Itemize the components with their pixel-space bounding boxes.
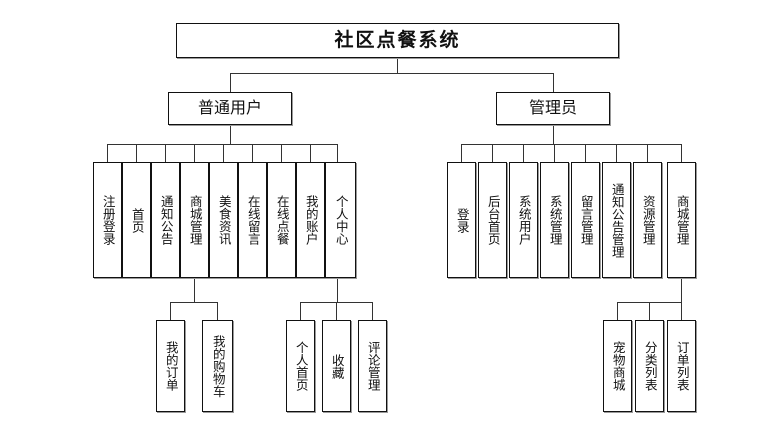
- connector-personal-child-1: [336, 302, 337, 320]
- node-label: 个人中心: [333, 195, 349, 245]
- node-label: 商城管理: [187, 195, 203, 245]
- connector-personal-child-2: [372, 302, 373, 320]
- connector-admin-child-2: [523, 144, 524, 162]
- node-label: 我的订单: [163, 341, 179, 391]
- connector-user-child-2: [165, 144, 166, 162]
- node-user-favorites[interactable]: 收藏: [322, 320, 351, 412]
- node-user-food-news[interactable]: 美食资讯: [209, 162, 238, 278]
- node-user-home[interactable]: 首页: [122, 162, 151, 278]
- node-user-personal-center[interactable]: 个人中心: [325, 162, 356, 278]
- node-user-register-login[interactable]: 注册登录: [93, 162, 122, 278]
- node-admin-message-management[interactable]: 留言管理: [571, 162, 600, 278]
- node-label: 个人首页: [293, 341, 309, 391]
- node-label: 分类列表: [642, 341, 658, 391]
- node-user-online-message[interactable]: 在线留言: [238, 162, 267, 278]
- node-administrator[interactable]: 管理员: [496, 92, 610, 125]
- node-user-personal-home[interactable]: 个人首页: [286, 320, 315, 412]
- node-user-shop-management[interactable]: 商城管理: [180, 162, 209, 278]
- node-label: 社区点餐系统: [334, 29, 461, 52]
- node-label: 注册登录: [100, 195, 116, 245]
- node-label: 首页: [129, 207, 145, 233]
- node-user-notice[interactable]: 通知公告: [151, 162, 180, 278]
- node-admin-login[interactable]: 登录: [447, 162, 476, 278]
- connector-shop-child-1: [217, 302, 218, 320]
- node-admin-category-list[interactable]: 分类列表: [635, 320, 664, 412]
- node-regular-user[interactable]: 普通用户: [168, 92, 292, 125]
- connector-shop-stem: [194, 278, 195, 302]
- node-label: 我的购物车: [210, 334, 226, 398]
- node-label: 普通用户: [197, 98, 262, 118]
- connector-user-bar: [107, 144, 337, 145]
- node-label: 订单列表: [674, 341, 690, 391]
- connector-to-user: [230, 73, 231, 93]
- connector-adminshop-stem: [681, 278, 682, 302]
- connector-admin-child-4: [585, 144, 586, 162]
- connector-user-child-7: [310, 144, 311, 162]
- node-label: 收藏: [329, 353, 345, 379]
- node-label: 在线点餐: [274, 195, 290, 245]
- connector-admin-child-1: [492, 144, 493, 162]
- connector-personal-stem: [337, 278, 338, 302]
- node-label: 评论管理: [365, 341, 381, 391]
- connector-admin-child-5: [616, 144, 617, 162]
- node-user-my-account[interactable]: 我的账户: [296, 162, 325, 278]
- connector-admin-stem: [553, 125, 554, 144]
- node-admin-order-list[interactable]: 订单列表: [667, 320, 696, 412]
- node-label: 通知公告: [158, 195, 174, 245]
- node-user-comment-management[interactable]: 评论管理: [358, 320, 387, 412]
- connector-user-stem: [230, 125, 231, 144]
- connector-admin-child-0: [461, 144, 462, 162]
- connector-user-child-6: [281, 144, 282, 162]
- node-admin-resource-management[interactable]: 资源管理: [633, 162, 662, 278]
- connector-admin-child-3: [554, 144, 555, 162]
- node-label: 后台首页: [485, 195, 501, 245]
- connector-shop-child-0: [170, 302, 171, 320]
- node-label: 宠物商城: [610, 341, 626, 391]
- connector-user-child-8: [337, 144, 338, 162]
- node-admin-notice-management[interactable]: 通知公告管理: [602, 162, 631, 278]
- connector-root-bar: [230, 73, 553, 74]
- node-admin-system-users[interactable]: 系统用户: [509, 162, 538, 278]
- node-label: 系统用户: [516, 195, 532, 245]
- node-admin-shop-management[interactable]: 商城管理: [667, 162, 696, 278]
- connector-admin-child-6: [647, 144, 648, 162]
- node-user-my-orders[interactable]: 我的订单: [156, 320, 185, 412]
- connector-user-child-3: [194, 144, 195, 162]
- node-label: 留言管理: [578, 195, 594, 245]
- connector-admin-bar: [461, 144, 681, 145]
- connector-shop-bar: [170, 302, 217, 303]
- connector-user-child-4: [223, 144, 224, 162]
- connector-root-stem: [397, 58, 398, 74]
- node-label: 管理员: [528, 98, 577, 118]
- node-label: 通知公告管理: [609, 182, 625, 258]
- node-user-online-order[interactable]: 在线点餐: [267, 162, 296, 278]
- connector-adminshop-child-1: [649, 302, 650, 320]
- node-user-my-cart[interactable]: 我的购物车: [202, 320, 233, 412]
- connector-user-child-0: [107, 144, 108, 162]
- node-label: 登录: [454, 207, 470, 233]
- connector-personal-child-0: [300, 302, 301, 320]
- connector-to-admin: [553, 73, 554, 93]
- node-admin-system-management[interactable]: 系统管理: [540, 162, 569, 278]
- node-root-system-title[interactable]: 社区点餐系统: [176, 23, 619, 58]
- node-label: 商城管理: [674, 195, 690, 245]
- node-admin-pet-shop[interactable]: 宠物商城: [603, 320, 632, 412]
- connector-adminshop-child-2: [681, 302, 682, 320]
- connector-adminshop-child-0: [617, 302, 618, 320]
- node-label: 系统管理: [547, 195, 563, 245]
- connector-user-child-1: [136, 144, 137, 162]
- node-label: 资源管理: [640, 195, 656, 245]
- connector-user-child-5: [252, 144, 253, 162]
- node-label: 在线留言: [245, 195, 261, 245]
- node-admin-backend-home[interactable]: 后台首页: [478, 162, 507, 278]
- node-label: 我的账户: [303, 195, 319, 245]
- connector-admin-child-7: [681, 144, 682, 162]
- node-label: 美食资讯: [216, 195, 232, 245]
